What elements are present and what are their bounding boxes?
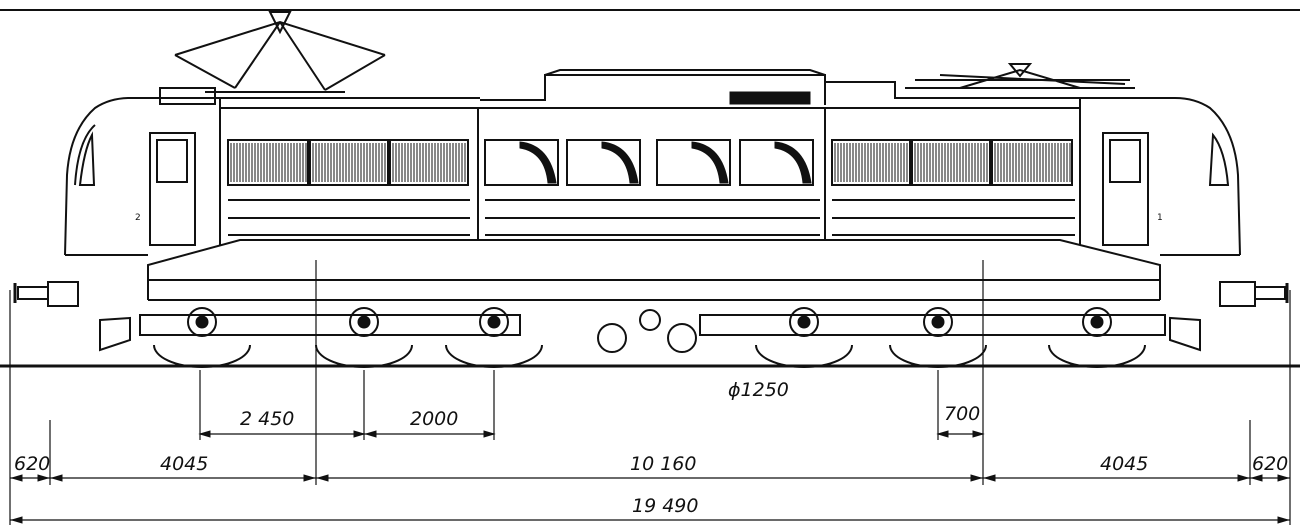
traction-equipment xyxy=(597,309,697,353)
grille-5 xyxy=(911,139,991,186)
wheel-4 xyxy=(755,344,853,368)
underframe xyxy=(147,279,1161,301)
ventilation-grilles xyxy=(227,139,1073,186)
grille-4 xyxy=(831,139,911,186)
axle-box-5 xyxy=(923,307,953,337)
dim-700: 700 xyxy=(944,403,980,425)
wheel-6 xyxy=(1048,344,1146,368)
dim-4045-right: 4045 xyxy=(1100,453,1148,475)
axle-box-4 xyxy=(789,307,819,337)
dim-620-right: 620 xyxy=(1252,453,1288,475)
dim-2000: 2000 xyxy=(410,408,458,430)
dim-10160: 10 160 xyxy=(630,453,696,475)
wheel-2 xyxy=(315,344,413,368)
dimension-lines xyxy=(10,370,1290,524)
cab-door-right xyxy=(1102,132,1149,246)
wheel-diameter-label: ϕ1250 xyxy=(728,379,789,401)
dim-620-left: 620 xyxy=(14,453,50,475)
cab-label-right: 1 xyxy=(1157,213,1163,223)
axle-box-6 xyxy=(1082,307,1112,337)
buffer-left xyxy=(13,281,131,352)
center-windows xyxy=(484,91,814,186)
locomotive-body: 2 1 xyxy=(64,69,1241,280)
axle-box-2 xyxy=(349,307,379,337)
cab-label-left: 2 xyxy=(135,213,141,223)
wheel-5 xyxy=(889,344,987,368)
dimension-labels: 2 450 2000 700 ϕ1250 620 4045 10 160 404… xyxy=(14,379,1288,517)
axle-box-3 xyxy=(479,307,509,337)
pivot-centre-lines xyxy=(9,260,1291,525)
wheel-3 xyxy=(445,344,543,368)
grille-6 xyxy=(991,139,1073,186)
dim-4045-left: 4045 xyxy=(160,453,208,475)
dim-2450: 2 450 xyxy=(240,408,294,430)
cab-door-left xyxy=(149,132,196,246)
dim-19490-overall: 19 490 xyxy=(632,495,698,517)
grille-3 xyxy=(389,139,469,186)
pantograph-left xyxy=(174,11,386,93)
bogie-right xyxy=(699,314,1166,336)
axle-box-1 xyxy=(187,307,217,337)
bogie-left xyxy=(139,314,521,336)
wheelsets xyxy=(153,307,1146,368)
grille-2 xyxy=(309,139,389,186)
wheel-1 xyxy=(153,344,251,368)
pantograph-right xyxy=(905,63,1135,89)
grille-1 xyxy=(227,139,309,186)
buffer-right xyxy=(1169,281,1289,352)
